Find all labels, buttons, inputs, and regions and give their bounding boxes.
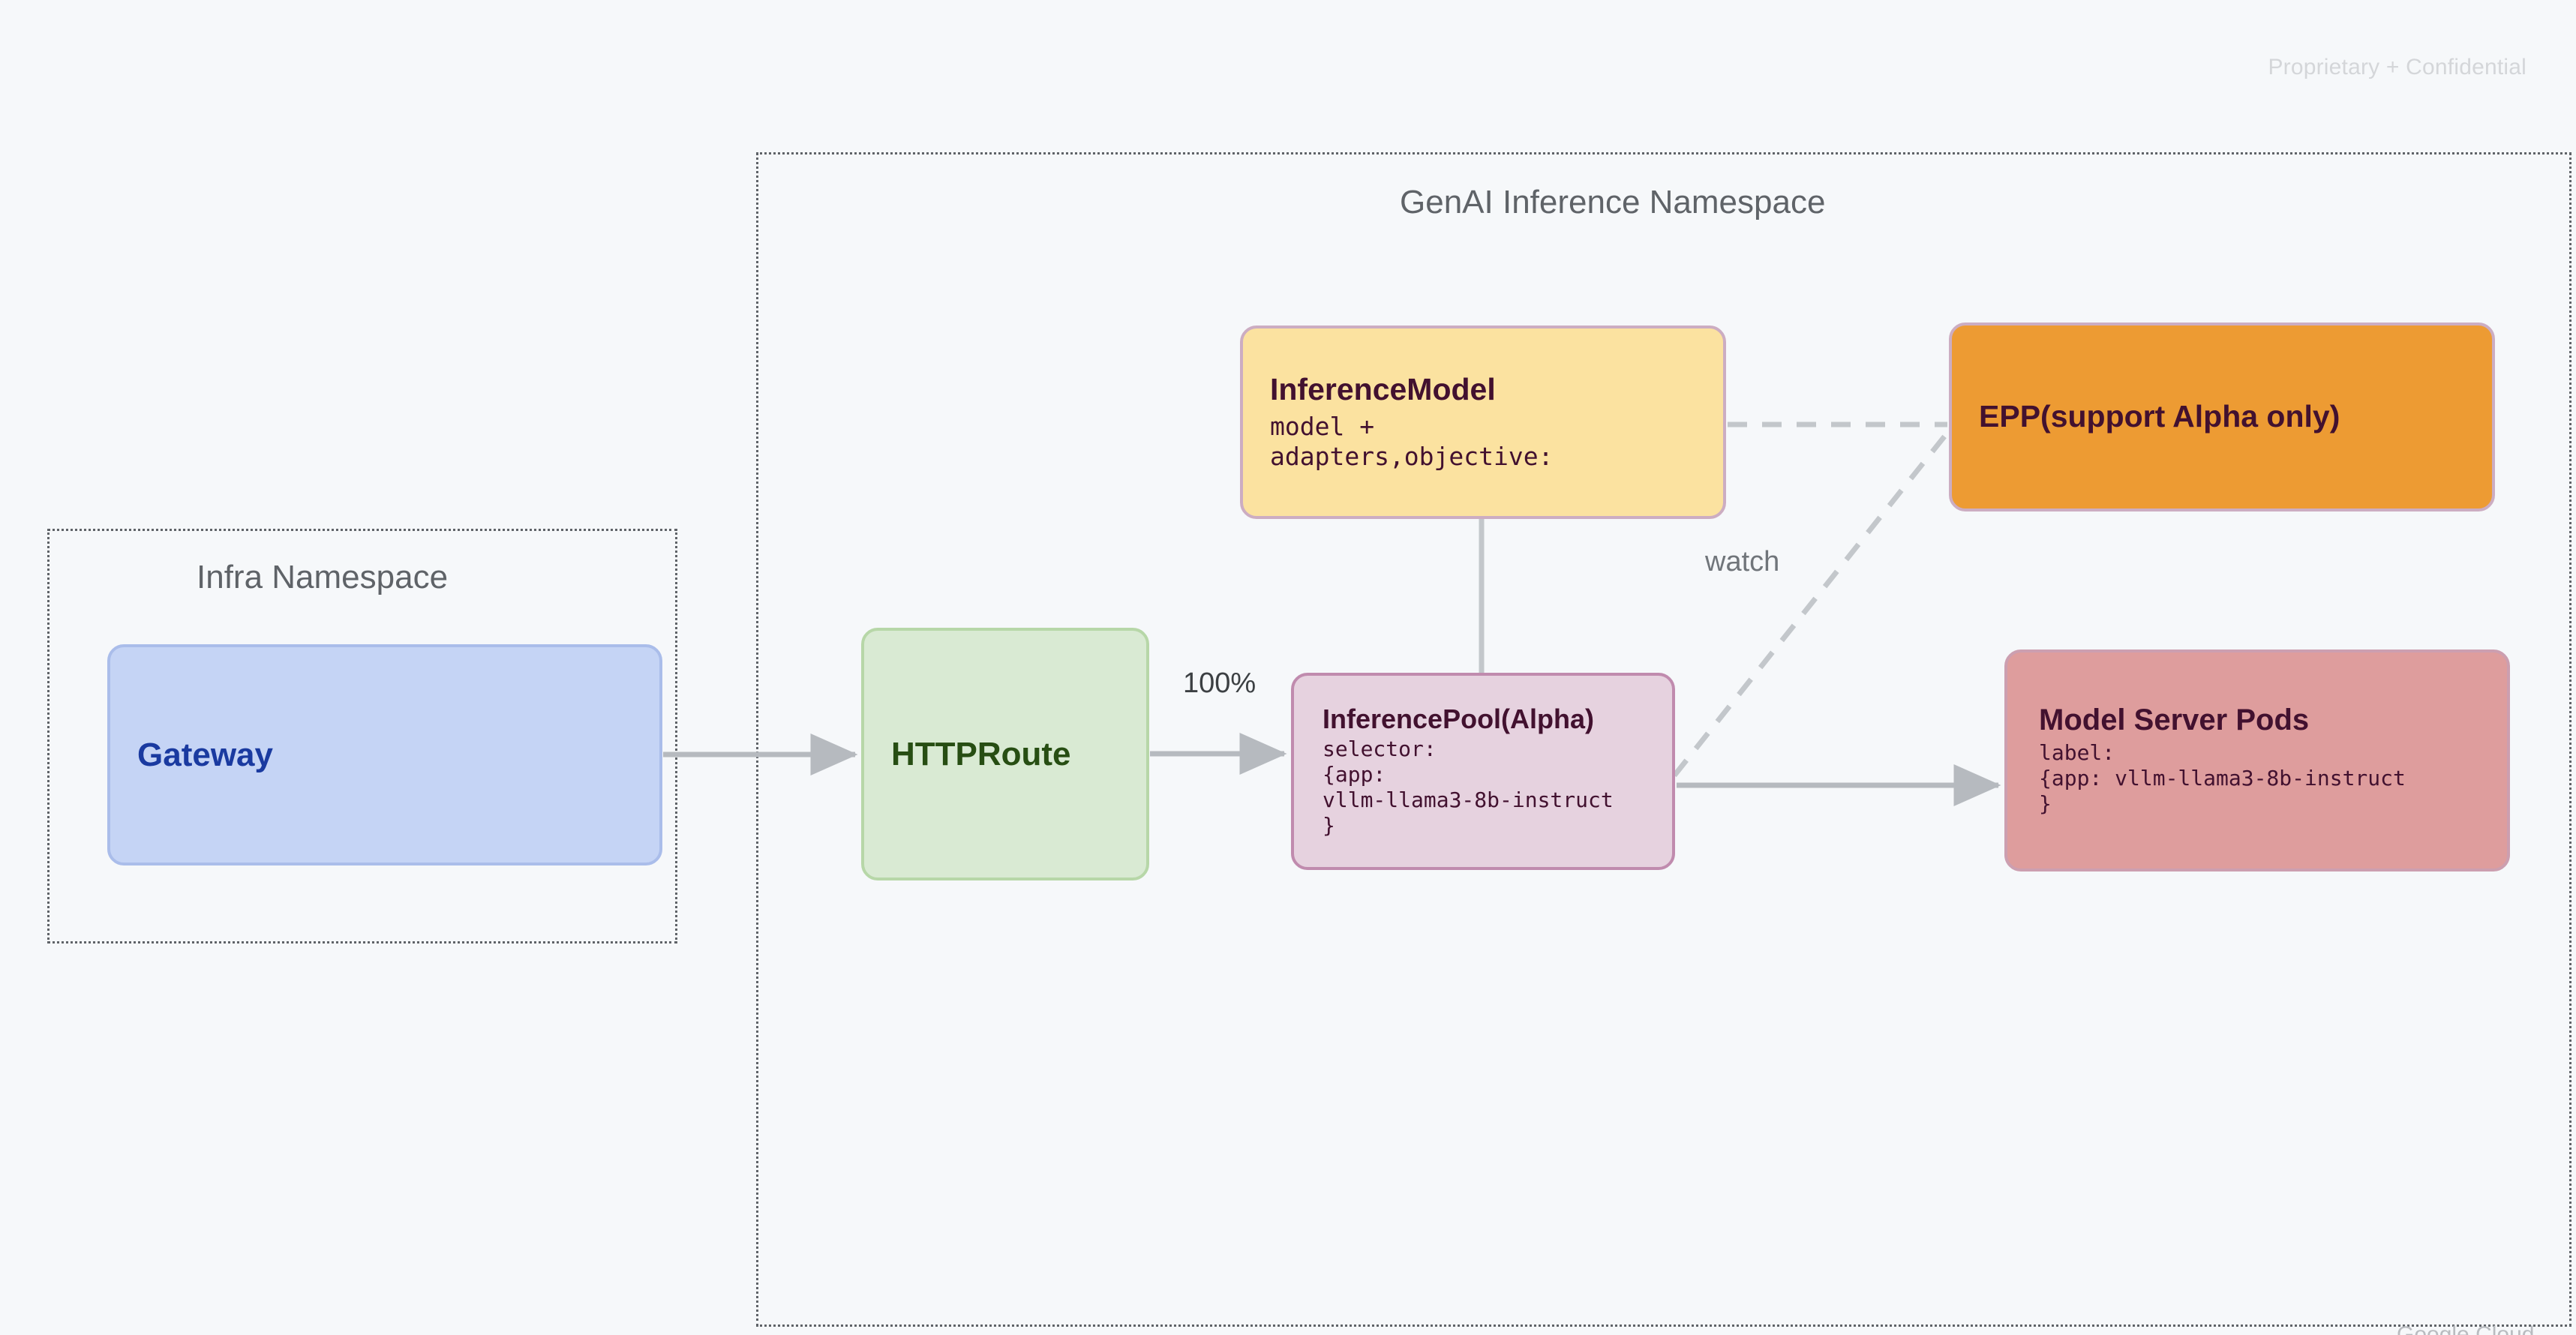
genai-namespace-container xyxy=(756,152,2571,1327)
node-epp[interactable]: EPP(support Alpha only) xyxy=(1949,322,2495,512)
bottom-brand-text: Google Cloud xyxy=(2397,1322,2535,1335)
node-inferencepool-subtitle: selector: {app: vllm-llama3-8b-instruct … xyxy=(1323,736,1614,838)
node-epp-title: EPP(support Alpha only) xyxy=(1979,399,2340,434)
node-gateway-title: Gateway xyxy=(137,736,273,773)
node-model-server-pods-title: Model Server Pods xyxy=(2039,704,2310,737)
infra-namespace-container xyxy=(47,529,677,944)
node-inferencemodel[interactable]: InferenceModel model + adapters,objectiv… xyxy=(1240,326,1726,519)
node-inferencemodel-subtitle: model + adapters,objective: xyxy=(1270,411,1554,471)
proprietary-confidential-note: Proprietary + Confidential xyxy=(2268,55,2526,80)
genai-namespace-title: GenAI Inference Namespace xyxy=(1400,184,1826,220)
edge-label-watch: watch xyxy=(1705,546,1780,578)
node-inferencemodel-title: InferenceModel xyxy=(1270,371,1496,406)
infra-namespace-title: Infra Namespace xyxy=(197,559,449,596)
node-gateway[interactable]: Gateway xyxy=(107,644,662,866)
node-model-server-pods[interactable]: Model Server Pods label: {app: vllm-llam… xyxy=(2004,650,2510,872)
node-inferencepool[interactable]: InferencePool(Alpha) selector: {app: vll… xyxy=(1291,673,1675,870)
node-httproute[interactable]: HTTPRoute xyxy=(861,628,1149,880)
edge-label-traffic-percent: 100% xyxy=(1183,668,1256,699)
node-inferencepool-title: InferencePool(Alpha) xyxy=(1323,703,1595,734)
node-httproute-title: HTTPRoute xyxy=(891,735,1071,772)
node-model-server-pods-subtitle: label: {app: vllm-llama3-8b-instruct } xyxy=(2039,740,2406,817)
